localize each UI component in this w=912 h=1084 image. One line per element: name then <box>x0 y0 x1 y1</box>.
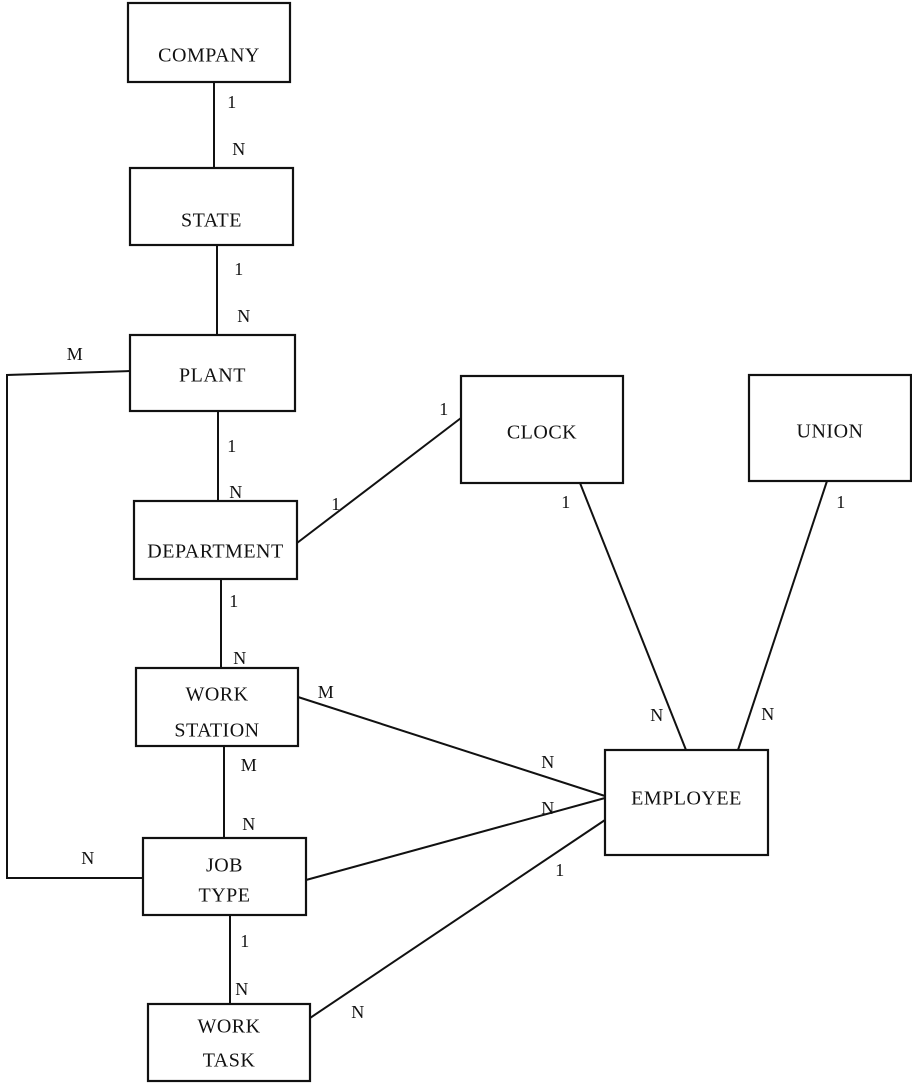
entity-label-work-task-line-1: WORK <box>197 1016 260 1038</box>
entity-label-department: DEPARTMENT <box>147 541 283 563</box>
entity-employee: EMPLOYEE <box>603 748 770 857</box>
cardinality-label-union-employee-from: 1 <box>836 492 846 512</box>
entity-label-job-type-line-1: JOB <box>206 855 243 877</box>
relationship-line-job-type-employee <box>305 797 606 881</box>
entity-box-work-station <box>134 666 300 748</box>
entity-label-clock: CLOCK <box>507 422 577 444</box>
entity-label-work-station-line-2: STATION <box>174 720 259 742</box>
cardinality-label-job-type-work-task-to: N <box>235 979 249 999</box>
entity-box-job-type <box>141 836 308 917</box>
entity-clock: CLOCK <box>459 374 625 485</box>
relationship-line-department-clock <box>296 417 462 544</box>
relationship-line-plant-job-type <box>6 370 143 879</box>
cardinality-label-company-state-to: N <box>232 139 246 159</box>
cardinality-label-plant-job-type-from: M <box>67 344 84 364</box>
entity-label-state: STATE <box>181 210 242 232</box>
cardinality-label-job-type-employee-to: N <box>541 798 555 818</box>
entity-job-type: JOB TYPE <box>141 836 308 917</box>
cardinality-label-plant-job-type-to: N <box>81 848 95 868</box>
entity-label-employee: EMPLOYEE <box>631 788 742 810</box>
cardinality-label-clock-employee-to: N <box>650 705 664 725</box>
entity-state: STATE <box>128 166 295 247</box>
entity-label-union: UNION <box>797 421 864 443</box>
cardinality-label-state-plant-from: 1 <box>234 259 244 279</box>
entity-box-company <box>126 1 292 84</box>
entity-work-task: WORK TASK <box>146 1002 312 1083</box>
relationship-line-union-employee <box>737 480 828 751</box>
entity-box-work-task <box>146 1002 312 1083</box>
entity-box-state <box>128 166 295 247</box>
entity-box-clock <box>459 374 625 485</box>
entity-department: DEPARTMENT <box>132 499 299 581</box>
cardinality-label-work-station-job-type-from: M <box>241 755 258 775</box>
entity-box-plant <box>128 333 297 413</box>
cardinality-label-work-station-employee-to: N <box>541 752 555 772</box>
entity-box-department <box>132 499 299 581</box>
cardinality-label-work-station-employee-from: M <box>318 682 335 702</box>
entity-work-station: WORK STATION <box>134 666 300 748</box>
entity-label-plant: PLANT <box>179 365 246 387</box>
cardinality-label-department-work-station-to: N <box>233 648 247 668</box>
cardinality-label-state-plant-to: N <box>237 306 251 326</box>
cardinality-label-department-clock-from: 1 <box>331 494 341 514</box>
relationship-line-work-station-employee <box>297 696 606 797</box>
relationship-line-work-task-employee <box>309 819 606 1019</box>
cardinality-label-union-employee-to: N <box>761 704 775 724</box>
entity-company: COMPANY <box>126 1 292 84</box>
entity-label-company: COMPANY <box>158 45 260 67</box>
cardinality-label-job-type-work-task-from: 1 <box>240 931 250 951</box>
entity-union: UNION <box>747 373 912 483</box>
entity-box-union <box>747 373 912 483</box>
entity-plant: PLANT <box>128 333 297 413</box>
relationship-line-clock-employee <box>579 482 687 751</box>
cardinality-label-department-work-station-from: 1 <box>229 591 239 611</box>
cardinality-label-plant-department-to: N <box>229 482 243 502</box>
cardinality-label-work-task-employee-to: 1 <box>555 860 565 880</box>
entity-label-work-station-line-1: WORK <box>185 684 248 706</box>
cardinality-label-work-task-employee-from: N <box>351 1002 365 1022</box>
entity-box-employee <box>603 748 770 857</box>
cardinality-label-clock-employee-from: 1 <box>561 492 571 512</box>
entity-label-work-task-line-2: TASK <box>203 1050 256 1072</box>
cardinality-label-department-clock-to: 1 <box>439 399 449 419</box>
entity-label-job-type-line-2: TYPE <box>199 885 251 907</box>
cardinality-label-work-station-job-type-to: N <box>242 814 256 834</box>
entity-boxes: COMPANY STATE PLANT DEPARTMENT WORK STATION JO… <box>126 1 912 1083</box>
cardinality-label-company-state-from: 1 <box>227 92 237 112</box>
relationship-lines <box>6 82 828 1019</box>
cardinality-label-plant-department-from: 1 <box>227 436 237 456</box>
